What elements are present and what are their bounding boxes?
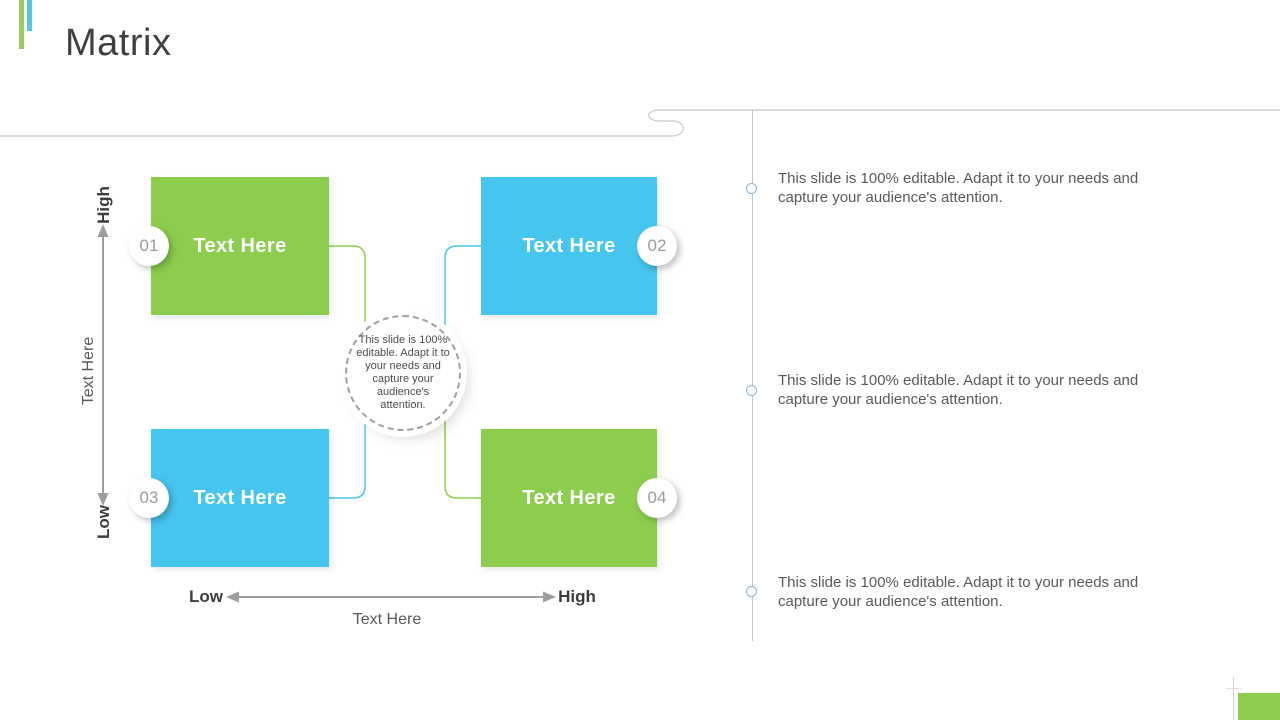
quadrant-02-number: 02 <box>647 236 667 255</box>
quadrant-badge-03: 03 <box>129 478 169 518</box>
y-axis-title: Text Here <box>80 336 97 406</box>
center-circle: This slide is 100% editable. Adapt it to… <box>345 315 461 431</box>
quadrant-box-01: Text Here <box>151 177 329 315</box>
quadrant-03-number: 03 <box>139 488 159 507</box>
corner-crop-mark <box>1233 677 1234 720</box>
bullet-circle-icon <box>746 586 757 597</box>
divider-squiggle <box>0 109 1280 137</box>
panel-item-text: This slide is 100% editable. Adapt it to… <box>778 372 1139 408</box>
x-axis-arrow <box>226 591 556 603</box>
quadrant-box-02: Text Here <box>481 177 657 315</box>
corner-crop-mark <box>1226 688 1241 689</box>
y-axis-arrow <box>97 224 109 506</box>
panel-timeline <box>752 110 753 641</box>
quadrant-01-number: 01 <box>139 236 159 255</box>
quadrant-03-label: Text Here <box>193 486 287 509</box>
quadrant-box-03: Text Here <box>151 429 329 567</box>
x-axis-high-label: High <box>558 587 596 606</box>
quadrant-box-04: Text Here <box>481 429 657 567</box>
x-axis-title: Text Here <box>352 611 422 628</box>
bullet-circle-icon <box>746 385 757 396</box>
quadrant-badge-02: 02 <box>637 226 677 266</box>
quadrant-badge-01: 01 <box>129 226 169 266</box>
panel-item-text: This slide is 100% editable. Adapt it to… <box>778 574 1139 610</box>
quadrant-04-label: Text Here <box>522 486 616 509</box>
center-note: This slide is 100% editable. Adapt it to… <box>356 334 450 411</box>
quadrant-02-label: Text Here <box>522 234 616 257</box>
y-axis-low-label: Low <box>94 505 113 539</box>
quadrant-01-label: Text Here <box>193 234 287 257</box>
quadrant-04-number: 04 <box>647 488 667 507</box>
bullet-circle-icon <box>746 183 757 194</box>
page-title: Matrix <box>65 22 172 64</box>
corner-accent-rect <box>1238 693 1280 720</box>
panel-item-text: This slide is 100% editable. Adapt it to… <box>778 170 1139 206</box>
x-axis-low-label: Low <box>189 587 223 606</box>
y-axis-high-label: High <box>94 186 113 224</box>
accent-bar-blue <box>27 0 32 31</box>
accent-bar-green <box>19 0 24 49</box>
quadrant-badge-04: 04 <box>637 478 677 518</box>
